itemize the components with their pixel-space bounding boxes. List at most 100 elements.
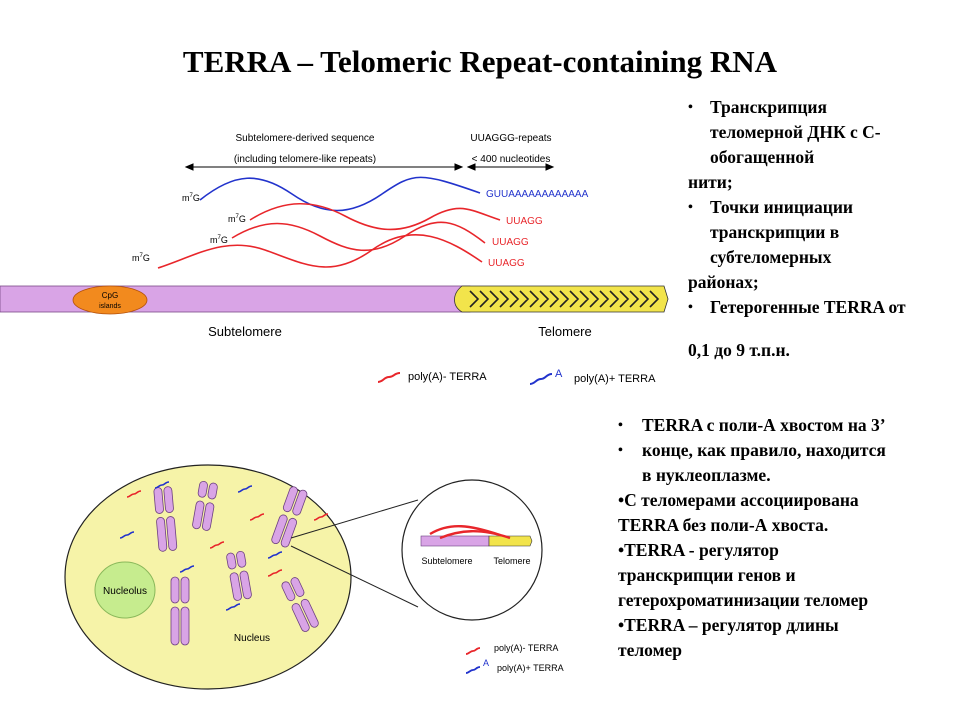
terra-transcription-diagram: Subtelomere-derived sequence (including … — [0, 133, 669, 385]
cpg-islands — [72, 285, 148, 315]
bullet-line: обогащенной — [688, 145, 953, 170]
red-squiggle-icon — [465, 647, 481, 655]
bullet-text: районах; — [688, 272, 759, 292]
subtelomere-bar — [0, 285, 471, 313]
zoom-subtelomere — [420, 535, 490, 547]
bullet-line: • конце, как правило, находится — [618, 438, 948, 463]
red-terra-wave-1 — [249, 202, 501, 231]
header-uuaggg-repeats: UUAGGG-repeats — [470, 133, 551, 144]
bullet-text: нити; — [688, 172, 733, 192]
bullet-line: • Транскрипция — [688, 95, 953, 120]
bullet-text: транскрипции генов и — [618, 565, 796, 585]
bullet-text: TERRA с поли-А хвостом на 3’ — [642, 415, 886, 435]
bullet-dot-icon: • — [688, 100, 693, 115]
bullet-line: в нуклеоплазме. — [618, 463, 948, 488]
blue-polya-end: GUUAAAAAAAAAAAA — [486, 189, 589, 200]
page-title: TERRA – Telomeric Repeat-containing RNA — [182, 44, 778, 79]
svg-text:poly(A)- TERRA: poly(A)- TERRA — [494, 643, 558, 653]
bullet-line: •TERRA – регулятор длины — [618, 613, 948, 638]
bullet-dot-icon: • — [688, 200, 693, 215]
red-end-2: UUAGG — [492, 237, 529, 248]
nucleus-label: Nucleus — [234, 633, 270, 644]
header-telomere-like-repeats: (including telomere-like repeats) — [234, 154, 376, 165]
bullet-line: транскрипции генов и — [618, 563, 948, 588]
bullet-text: теломерной ДНК с С- — [710, 122, 881, 142]
bullet-dot-icon: • — [618, 418, 623, 433]
red-end-3: UUAGG — [488, 258, 525, 269]
header-subtelomere-sequence: Subtelomere-derived sequence — [236, 133, 375, 144]
svg-text:A: A — [555, 368, 563, 380]
bullet-line: теломерной ДНК с С- — [688, 120, 953, 145]
nucleolus — [94, 561, 156, 619]
bullet-line: 0,1 до 9 т.п.н. — [688, 338, 953, 363]
bullet-line: транскрипции в — [688, 220, 953, 245]
zoom-line-bottom — [290, 545, 419, 608]
red-end-1: UUAGG — [506, 216, 543, 227]
bullet-line: районах; — [688, 270, 953, 295]
legend-polya-minus: poly(A)- TERRA — [377, 371, 487, 383]
bullet-text: TERRA без поли-А хвоста. — [618, 515, 829, 535]
bullet-text: Транскрипция — [710, 97, 827, 117]
chromosomes — [153, 480, 319, 646]
header-nucleotides: < 400 nucleotides — [472, 154, 551, 165]
bullet-list-top: • Транскрипция теломерной ДНК с С-обогащен… — [688, 95, 953, 363]
bullet-text: транскрипции в — [710, 222, 840, 242]
svg-text:poly(A)+ TERRA: poly(A)+ TERRA — [574, 373, 656, 385]
blue-terra-wave — [199, 176, 481, 212]
cpg-label: CpG — [102, 291, 118, 300]
m7g-cap-label: m7G — [228, 214, 246, 224]
red-terra-wave-3 — [157, 234, 483, 269]
legend-polya-plus: A poly(A)+ TERRA — [529, 368, 656, 385]
m7g-cap-label: m7G — [210, 235, 228, 245]
red-terra-wave-2 — [231, 221, 486, 252]
bullet-line: • TERRA с поли-А хвостом на 3’ — [618, 413, 948, 438]
red-squiggle-icon — [377, 372, 401, 383]
legend-polya-plus-bottom: A poly(A)+ TERRA — [465, 658, 564, 674]
nucleus-diagram: Nucleolus Nucleus Subtelomere Telomere p… — [64, 464, 564, 690]
telomere-repeats — [469, 290, 660, 308]
zoom-line-top — [290, 499, 419, 539]
bullet-text: 0,1 до 9 т.п.н. — [688, 340, 790, 360]
svg-text:poly(A)+ TERRA: poly(A)+ TERRA — [497, 663, 564, 673]
bullet-text: Точки инициации — [710, 197, 854, 217]
bullet-text: •С теломерами ассоциирована — [618, 490, 859, 510]
bullet-line: теломер — [618, 638, 948, 663]
bullet-list-bottom: • TERRA с поли-А хвостом на 3’ • конце, как… — [618, 413, 948, 663]
blue-squiggle-icon — [529, 373, 553, 385]
zoom-telomere — [488, 535, 533, 547]
bullet-line: субтеломерных — [688, 245, 953, 270]
subtelomere-label: Subtelomere — [208, 324, 282, 339]
bullet-line: •С теломерами ассоциирована — [618, 488, 948, 513]
zoom-subtelomere-label: Subtelomere — [421, 556, 472, 566]
telomere-end — [454, 285, 669, 313]
m7g-cap-label: m7G — [132, 253, 150, 263]
bullet-line: •TERRA - регулятор — [618, 538, 948, 563]
m7g-cap-label: m7G — [182, 193, 200, 203]
telomere-label: Telomere — [538, 324, 591, 339]
bullet-line: •Гетерогенные TERRA от — [688, 295, 953, 320]
scattered-terra — [119, 481, 329, 611]
zoom-circle — [401, 479, 543, 621]
bullet-line: нити; — [688, 170, 953, 195]
bullet-text: конце, как правило, находится — [642, 440, 886, 460]
bullet-text: Гетерогенные TERRA от — [710, 297, 906, 317]
bullet-text: •TERRA - регулятор — [618, 540, 779, 560]
bullet-text: гетерохроматинизации теломер — [618, 590, 869, 610]
bullet-dot-icon: • — [618, 443, 623, 458]
bullet-line: гетерохроматинизации теломер — [618, 588, 948, 613]
legend-polya-minus-bottom: poly(A)- TERRA — [465, 643, 558, 655]
bullet-text: теломер — [618, 640, 683, 660]
bullet-line: TERRA без поли-А хвоста. — [618, 513, 948, 538]
blue-squiggle-icon — [465, 666, 481, 674]
zoom-telomere-label: Telomere — [493, 556, 530, 566]
bullet-text: •TERRA – регулятор длины — [618, 615, 839, 635]
zoom-terra-red-2 — [439, 530, 511, 540]
bullet-line: • Точки инициации — [688, 195, 953, 220]
svg-text:A: A — [483, 658, 489, 668]
cpg-label-2: islands — [99, 303, 121, 310]
svg-text:poly(A)- TERRA: poly(A)- TERRA — [408, 371, 487, 383]
length-arrows — [184, 163, 555, 171]
bullet-text: субтеломерных — [710, 247, 832, 267]
bullet-text: в нуклеоплазме. — [642, 465, 771, 485]
nucleolus-label: Nucleolus — [103, 586, 147, 597]
